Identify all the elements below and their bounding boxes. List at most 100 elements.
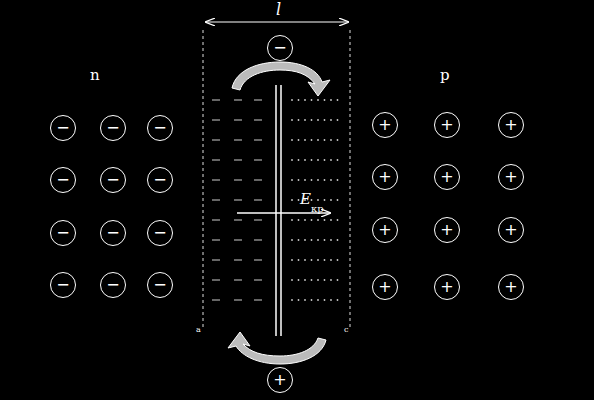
positive-charge-mark [317, 259, 319, 261]
positive-charge-mark [330, 159, 332, 161]
positive-charge-mark [324, 279, 326, 281]
negative-charge-mark [254, 280, 262, 281]
charge-circle: − [100, 167, 126, 193]
charge-circle: − [50, 220, 76, 246]
charge-sign: + [378, 117, 391, 133]
charge-sign: − [153, 277, 166, 293]
positive-charge-mark [298, 119, 300, 121]
positive-charge-mark [317, 159, 319, 161]
negative-charge-mark [234, 160, 242, 161]
charge-sign: + [378, 169, 391, 185]
charge-sign: − [153, 225, 166, 241]
charge-sign: − [106, 277, 119, 293]
negative-charge-mark [254, 220, 262, 221]
positive-charge-mark [324, 99, 326, 101]
positive-charge-mark [337, 299, 339, 301]
positive-charge-mark [298, 299, 300, 301]
positive-charge-mark [330, 199, 332, 201]
positive-charge-mark [304, 259, 306, 261]
positive-charge-mark [311, 279, 313, 281]
negative-charge-mark [234, 140, 242, 141]
charge-sign: + [378, 279, 391, 295]
positive-charge-mark [311, 159, 313, 161]
negative-charge-mark [254, 160, 262, 161]
positive-charge-mark [311, 259, 313, 261]
positive-charge-mark [291, 139, 293, 141]
negative-charge-mark [234, 100, 242, 101]
negative-charge-mark [254, 180, 262, 181]
curved-arrow [228, 332, 326, 364]
negative-charge-mark [234, 240, 242, 241]
positive-charge-mark [337, 139, 339, 141]
charge-circle: + [267, 367, 293, 393]
charge-circle: − [50, 115, 76, 141]
negative-charge-mark [254, 260, 262, 261]
positive-charge-mark [311, 219, 313, 221]
positive-charge-mark [291, 219, 293, 221]
positive-charge-mark [337, 159, 339, 161]
positive-charge-mark [330, 239, 332, 241]
negative-charge-mark [212, 160, 220, 161]
positive-charge-mark [330, 119, 332, 121]
charge-circle: + [498, 274, 524, 300]
text-label: a [196, 326, 201, 334]
charge-sign: − [273, 40, 286, 56]
junction-line [275, 85, 277, 336]
positive-charge-mark [311, 119, 313, 121]
positive-charge-mark [337, 279, 339, 281]
boundary-line [203, 30, 204, 330]
positive-charge-mark [311, 139, 313, 141]
positive-charge-mark [311, 239, 313, 241]
charge-sign: + [504, 279, 517, 295]
positive-charge-mark [337, 199, 339, 201]
negative-charge-mark [254, 140, 262, 141]
positive-charge-mark [298, 179, 300, 181]
positive-charge-mark [304, 119, 306, 121]
negative-charge-mark [212, 300, 220, 301]
curved-arrow [232, 62, 330, 96]
positive-charge-mark [317, 119, 319, 121]
charge-circle: + [434, 274, 460, 300]
charge-circle: + [434, 217, 460, 243]
negative-charge-mark [254, 300, 262, 301]
positive-charge-mark [330, 259, 332, 261]
negative-charge-mark [212, 280, 220, 281]
charge-circle: + [372, 217, 398, 243]
positive-charge-mark [317, 99, 319, 101]
charge-circle: + [434, 164, 460, 190]
positive-charge-mark [304, 99, 306, 101]
negative-charge-mark [234, 280, 242, 281]
negative-charge-mark [254, 120, 262, 121]
positive-charge-mark [311, 179, 313, 181]
negative-charge-mark [212, 180, 220, 181]
charge-sign: + [273, 372, 286, 388]
positive-charge-mark [304, 159, 306, 161]
charge-circle: − [147, 167, 173, 193]
positive-charge-mark [317, 219, 319, 221]
positive-charge-mark [317, 239, 319, 241]
charge-circle: − [267, 35, 293, 61]
positive-charge-mark [330, 179, 332, 181]
positive-charge-mark [298, 239, 300, 241]
negative-charge-mark [212, 260, 220, 261]
negative-charge-mark [212, 240, 220, 241]
negative-charge-mark [212, 200, 220, 201]
positive-charge-mark [298, 159, 300, 161]
text-label: n [90, 68, 100, 83]
charge-sign: − [56, 172, 69, 188]
negative-charge-mark [212, 100, 220, 101]
charge-circle: + [498, 217, 524, 243]
negative-charge-mark [234, 260, 242, 261]
charge-circle: + [372, 274, 398, 300]
charge-circle: + [372, 164, 398, 190]
positive-charge-mark [304, 239, 306, 241]
positive-charge-mark [317, 279, 319, 281]
positive-charge-mark [291, 299, 293, 301]
charge-sign: + [440, 169, 453, 185]
width-arrow [206, 21, 348, 22]
positive-charge-mark [324, 119, 326, 121]
charge-circle: − [147, 272, 173, 298]
charge-circle: + [372, 112, 398, 138]
